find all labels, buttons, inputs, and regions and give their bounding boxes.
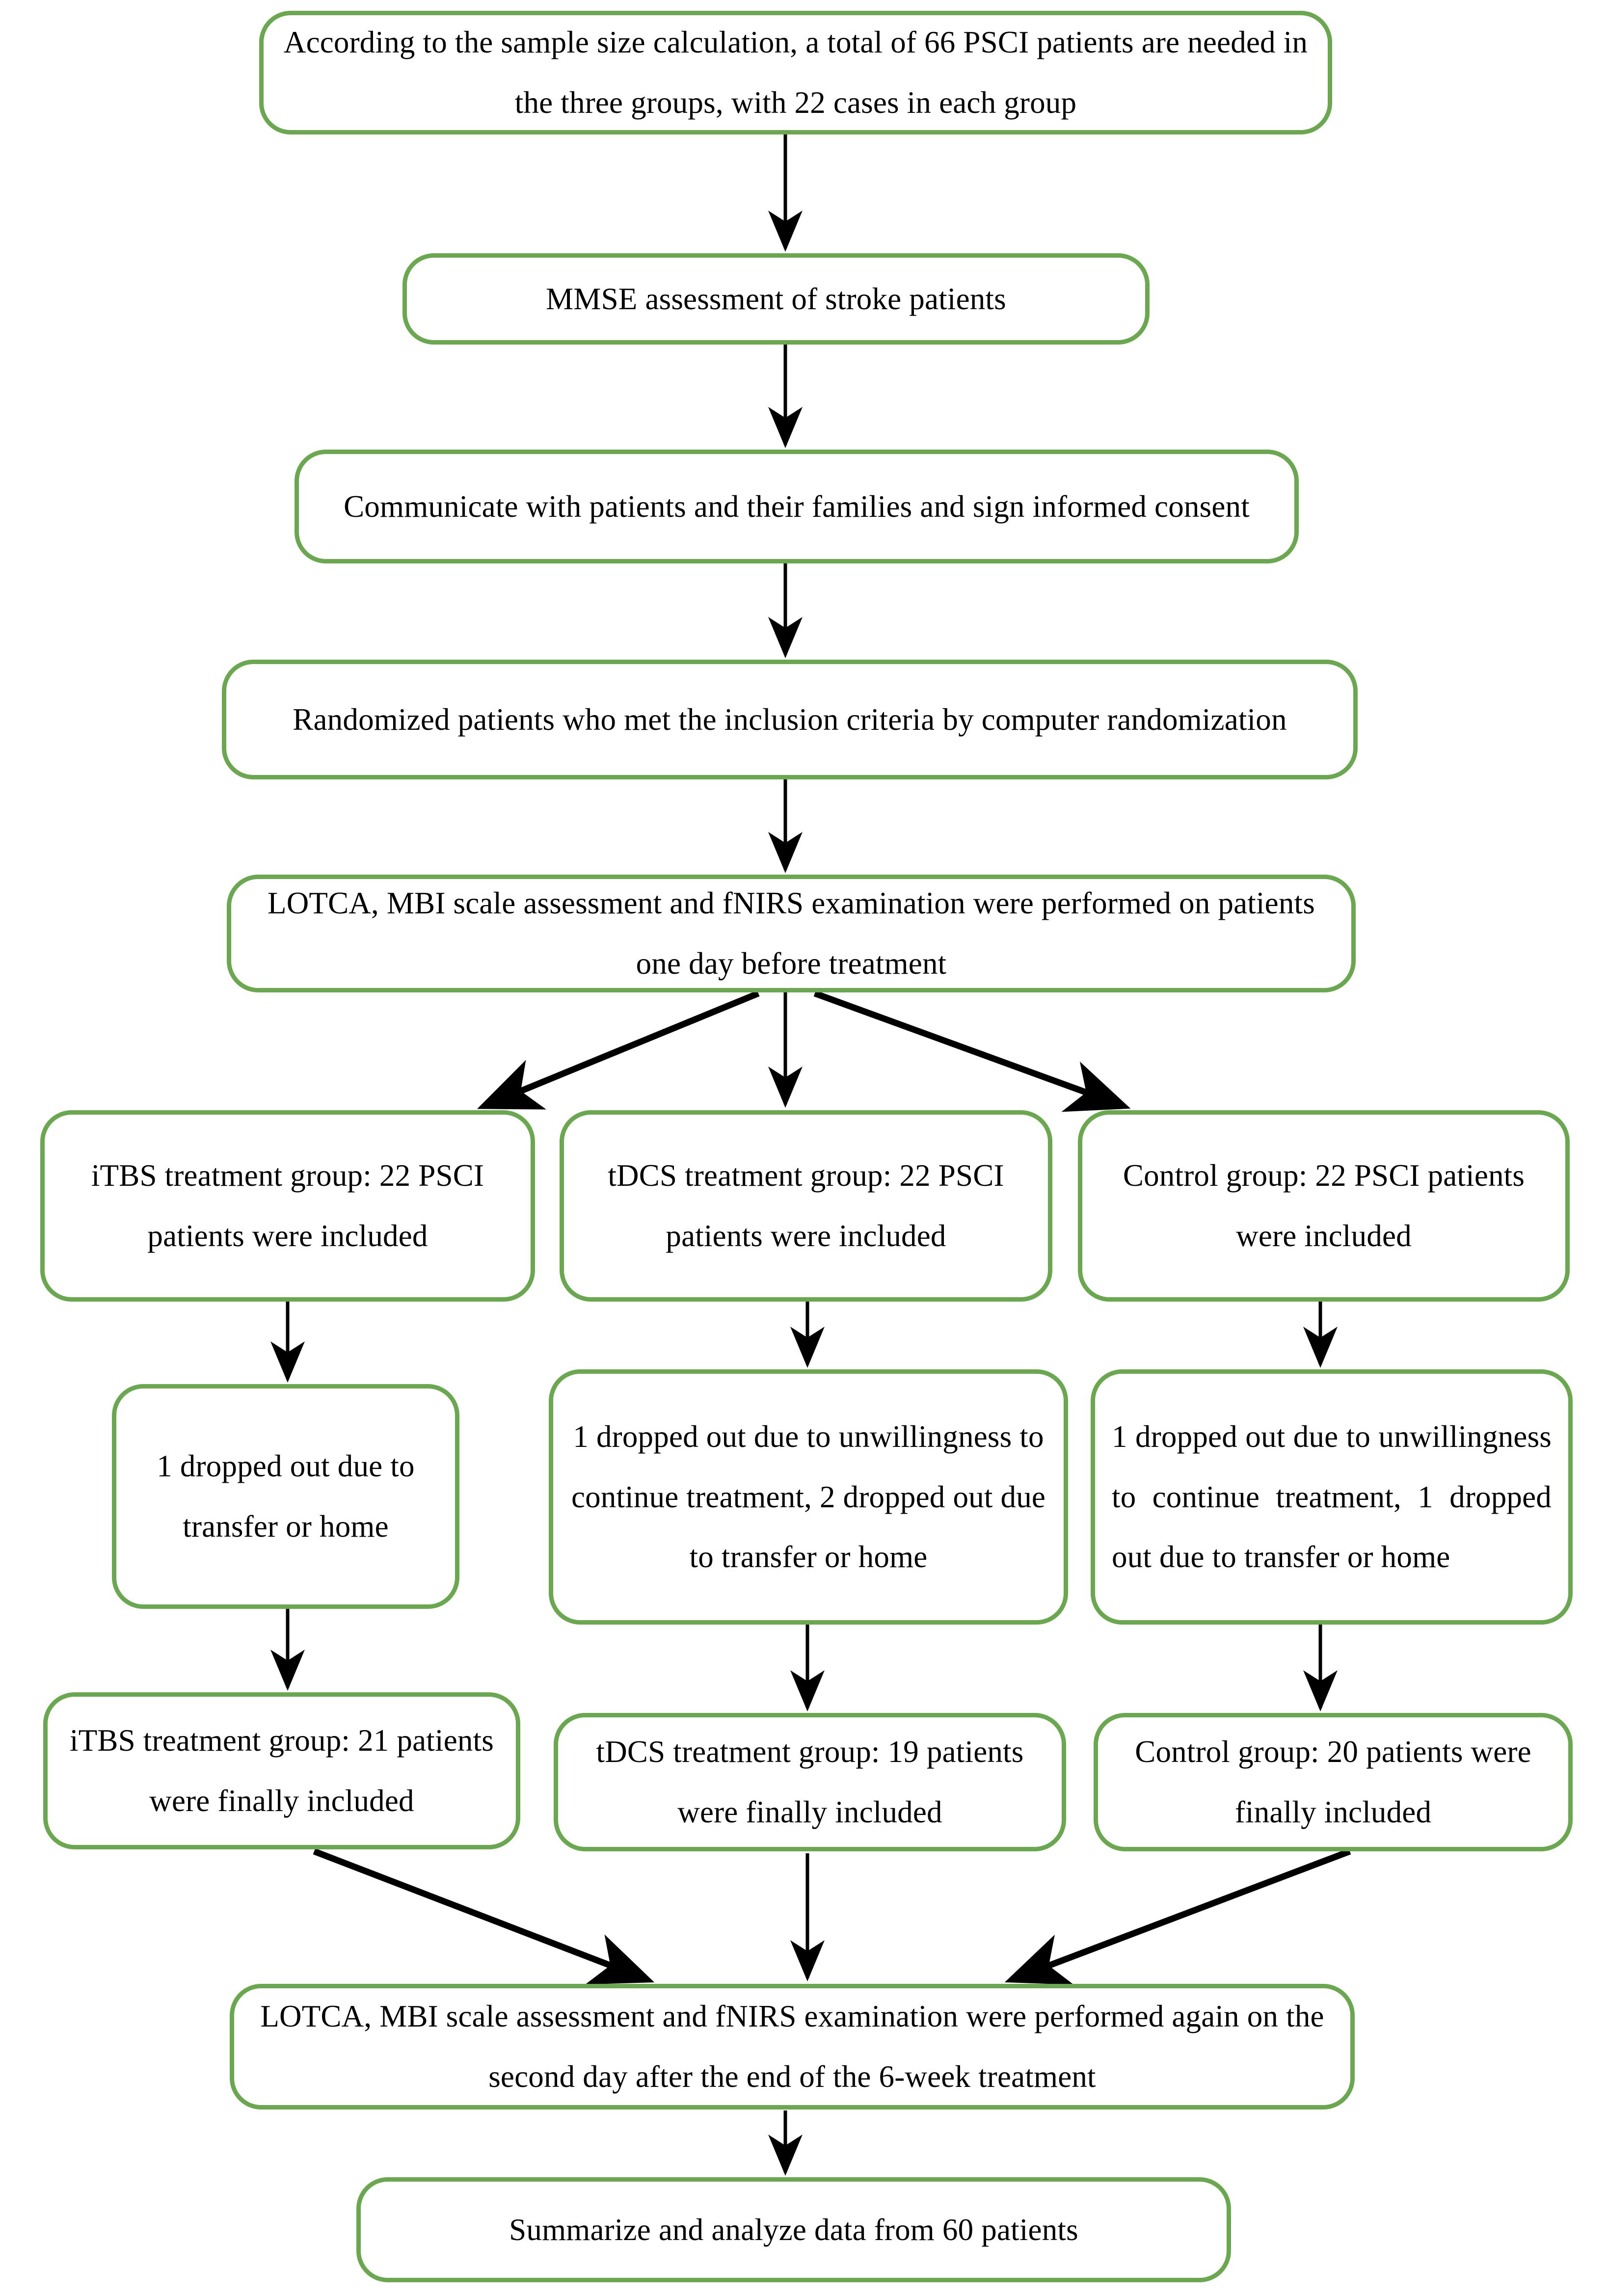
node-group-control-label: Control group: 22 PSCI patients were inc… <box>1123 1158 1525 1253</box>
node-sample-size[interactable]: According to the sample size calculation… <box>259 11 1332 134</box>
node-group-tdcs[interactable]: tDCS treatment group: 22 PSCI patients w… <box>560 1110 1052 1302</box>
node-sample-size-label: According to the sample size calculation… <box>283 25 1308 120</box>
node-final-control[interactable]: Control group: 20 patients were finally … <box>1094 1713 1573 1851</box>
node-group-tdcs-label: tDCS treatment group: 22 PSCI patients w… <box>608 1158 1004 1253</box>
node-mmse-assessment-label: MMSE assessment of stroke patients <box>546 281 1006 316</box>
node-final-itbs-label: iTBS treatment group: 21 patients were f… <box>70 1723 494 1818</box>
node-dropout-tdcs-label: 1 dropped out due to unwillingness to co… <box>571 1419 1046 1575</box>
node-dropout-itbs[interactable]: 1 dropped out due to transfer or home <box>112 1384 459 1609</box>
node-post-assessment-label: LOTCA, MBI scale assessment and fNIRS ex… <box>260 1999 1324 2094</box>
node-randomization-label: Randomized patients who met the inclusio… <box>293 702 1287 737</box>
node-group-itbs[interactable]: iTBS treatment group: 22 PSCI patients w… <box>40 1110 535 1302</box>
node-dropout-control[interactable]: 1 dropped out due to unwillingness to co… <box>1091 1369 1573 1625</box>
node-summary-label: Summarize and analyze data from 60 patie… <box>509 2212 1078 2247</box>
node-mmse-assessment[interactable]: MMSE assessment of stroke patients <box>402 253 1150 345</box>
node-dropout-itbs-label: 1 dropped out due to transfer or home <box>157 1449 415 1544</box>
node-dropout-control-label: 1 dropped out due to unwillingness to co… <box>1112 1419 1552 1575</box>
node-final-tdcs-label: tDCS treatment group: 19 patients were f… <box>596 1735 1024 1829</box>
node-baseline-assessment-label: LOTCA, MBI scale assessment and fNIRS ex… <box>268 886 1315 981</box>
node-final-control-label: Control group: 20 patients were finally … <box>1135 1735 1531 1829</box>
node-informed-consent[interactable]: Communicate with patients and their fami… <box>295 450 1299 563</box>
node-group-control[interactable]: Control group: 22 PSCI patients were inc… <box>1078 1110 1570 1302</box>
node-randomization[interactable]: Randomized patients who met the inclusio… <box>222 660 1358 779</box>
node-group-itbs-label: iTBS treatment group: 22 PSCI patients w… <box>91 1158 484 1253</box>
node-baseline-assessment[interactable]: LOTCA, MBI scale assessment and fNIRS ex… <box>227 875 1356 992</box>
node-summary[interactable]: Summarize and analyze data from 60 patie… <box>356 2177 1231 2282</box>
node-final-itbs[interactable]: iTBS treatment group: 21 patients were f… <box>43 1692 520 1849</box>
node-dropout-tdcs[interactable]: 1 dropped out due to unwillingness to co… <box>549 1369 1068 1625</box>
node-post-assessment[interactable]: LOTCA, MBI scale assessment and fNIRS ex… <box>230 1984 1355 2109</box>
node-final-tdcs[interactable]: tDCS treatment group: 19 patients were f… <box>554 1713 1066 1851</box>
node-informed-consent-label: Communicate with patients and their fami… <box>344 489 1250 524</box>
